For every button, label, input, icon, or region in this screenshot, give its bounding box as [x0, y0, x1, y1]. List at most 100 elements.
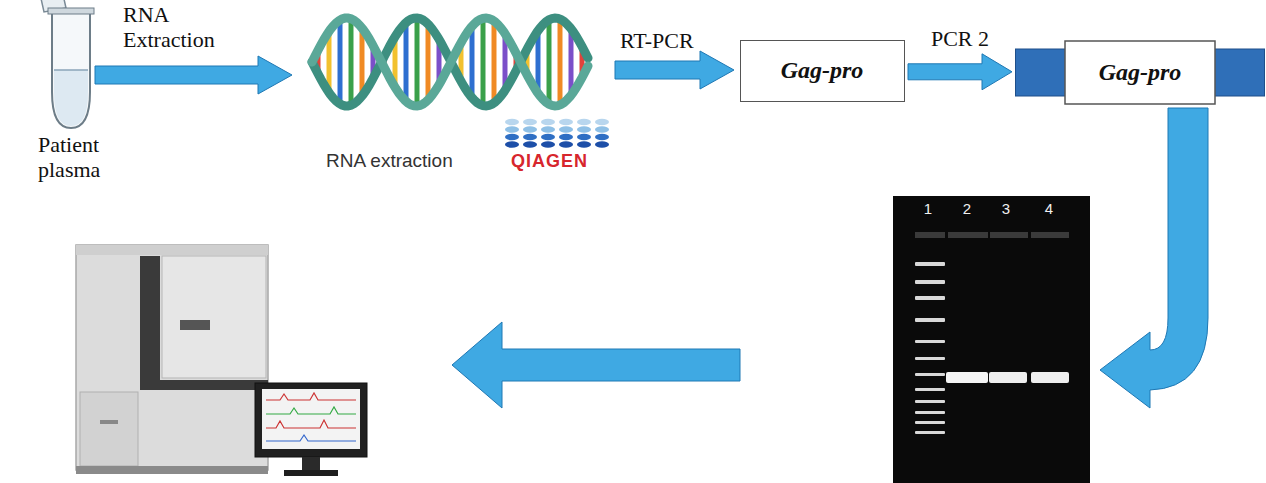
- end-cap: [1016, 49, 1066, 96]
- base-pair: [338, 20, 343, 104]
- gel-image: [1031, 232, 1069, 238]
- sequencer-machine: [284, 470, 338, 476]
- ladder-band: [915, 340, 945, 343]
- logo-dot: [595, 119, 609, 125]
- product-box: Gag-pro: [740, 40, 905, 102]
- ladder-band: [915, 357, 945, 360]
- logo-dot: [577, 119, 591, 125]
- lane-number: 4: [1045, 200, 1053, 217]
- box-label: Gag-pro: [781, 57, 864, 84]
- ladder-band: [915, 318, 945, 322]
- logo-dot: [505, 134, 519, 140]
- capped-product-box: Gag-pro: [1015, 40, 1265, 105]
- logo-dot: [505, 126, 519, 132]
- logo-dot: [577, 134, 591, 140]
- logo-dot: [541, 134, 555, 140]
- flow-arrow: [95, 56, 292, 94]
- base-pair: [558, 19, 563, 105]
- sequencer-machine: [302, 457, 320, 471]
- ladder-band: [915, 280, 945, 284]
- step-label: RNA Extraction: [123, 2, 241, 53]
- logo-dot: [523, 134, 537, 140]
- step-label: PCR 2: [929, 26, 991, 51]
- end-cap: [1215, 49, 1265, 96]
- sequencer-machine: [180, 320, 210, 330]
- step-label: RT-PCR: [620, 28, 694, 53]
- logo-dot: [523, 126, 537, 132]
- logo-dot: [559, 126, 573, 132]
- gel-image: [1031, 372, 1069, 383]
- logo-dot: [595, 134, 609, 140]
- ladder-band: [915, 296, 945, 300]
- sequencer-machine: [80, 392, 138, 466]
- gel-image: [893, 196, 1090, 483]
- sequencer-machine: [76, 466, 268, 474]
- flow-arrow: [615, 51, 734, 89]
- sequencer-machine: [76, 245, 367, 476]
- base-pair: [470, 26, 475, 98]
- ladder-band: [915, 388, 945, 391]
- sequencer-machine: [76, 245, 268, 470]
- base-pair: [547, 20, 552, 105]
- flow-arrow: [908, 54, 1012, 90]
- sequencer-machine: [266, 435, 356, 441]
- sequencer-machine: [266, 420, 356, 428]
- gel-image: [915, 232, 945, 238]
- base-pair: [349, 19, 354, 105]
- test-tube: [54, 70, 88, 126]
- test-tube: [54, 69, 88, 71]
- logo-dot: [559, 134, 573, 140]
- figure-caption: RNA extraction: [326, 150, 453, 172]
- gel-image: [915, 262, 945, 434]
- gel-image: [948, 232, 988, 238]
- base-pair: [492, 21, 497, 103]
- flow-arrow: [452, 322, 740, 408]
- sequencer-machine: [262, 389, 360, 449]
- sequencer-machine: [266, 393, 356, 400]
- box-label: Gag-pro: [1099, 59, 1182, 86]
- logo-dot: [541, 126, 555, 132]
- lane-number: 3: [1002, 200, 1010, 217]
- gel-image: [893, 196, 1090, 483]
- logo-dot: [505, 141, 519, 147]
- sequencer-machine: [266, 407, 356, 414]
- gel-image: [990, 232, 1028, 238]
- base-pair: [415, 18, 420, 106]
- gel-image: [989, 372, 1027, 383]
- sample-label: Patient plasma: [38, 132, 130, 183]
- dna-strand: [312, 18, 588, 106]
- box-border: [1065, 41, 1215, 104]
- logo-dot: [595, 141, 609, 147]
- lane-number: 2: [963, 200, 971, 217]
- ladder-band: [915, 262, 945, 266]
- base-pair: [404, 23, 409, 102]
- logo-dot: [505, 119, 519, 125]
- test-tube: [52, 10, 90, 128]
- logo-dot: [523, 141, 537, 147]
- logo-dot: [541, 141, 555, 147]
- gel-image: [946, 372, 988, 383]
- logo-dot: [523, 119, 537, 125]
- test-tube: [48, 8, 94, 14]
- curved-arrow: [1100, 108, 1208, 408]
- sequencer-machine: [100, 420, 118, 424]
- logo-dot: [559, 141, 573, 147]
- sequencer-machine: [162, 256, 266, 378]
- ladder-band: [915, 400, 945, 403]
- logo-text: QIAGEN: [511, 151, 588, 172]
- test-tube: [40, 0, 94, 128]
- dna-strand: [312, 18, 588, 106]
- ladder-band: [915, 373, 945, 376]
- logo-dot: [559, 119, 573, 125]
- logo-dot: [541, 119, 555, 125]
- qiagen-logo: [505, 119, 609, 148]
- base-pair: [426, 24, 431, 100]
- sequencer-machine: [140, 256, 268, 390]
- logo-dot: [577, 126, 591, 132]
- sequencer-machine: [255, 383, 367, 457]
- sequencer-machine: [76, 245, 268, 255]
- logo-dot: [595, 126, 609, 132]
- lane-number: 1: [924, 200, 932, 217]
- ladder-band: [915, 411, 945, 414]
